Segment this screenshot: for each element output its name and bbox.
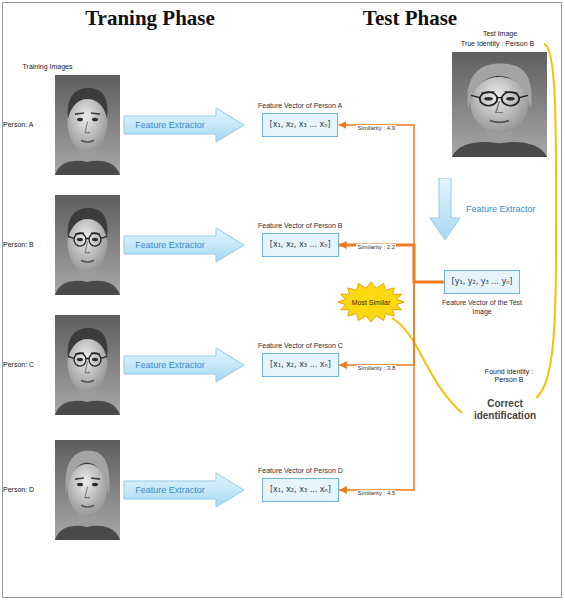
phase-heading: Test Phase: [330, 6, 490, 30]
vector-caption: Feature Vector of the Test Image: [432, 298, 532, 316]
vector-box: [y₁, y₂, y₃ ... yₙ]: [444, 270, 521, 294]
label-holder: Correct identification: [465, 398, 545, 422]
result-label: Correct identification: [465, 398, 545, 422]
edge-label-holder: Similarity : 4.5: [357, 481, 397, 499]
extractor-label: Feature Extractor: [124, 360, 216, 371]
similarity-label: Similarity : 2.2: [356, 244, 396, 251]
extractor-arrow: Feature Extractor: [430, 178, 536, 240]
vector-box: [x₁, x₂, x₃ ... xₙ]: [262, 353, 339, 377]
feature-vector: Feature Vector of Person C [x₁, x₂, x₃ ..…: [258, 341, 343, 377]
vector-value: [y₁, y₂, y₃ ... yₙ]: [452, 277, 513, 287]
frame: [3, 3, 562, 598]
vector-heading: Feature Vector of Person A: [258, 101, 342, 110]
vector-box: [x₁, x₂, x₃ ... xₙ]: [262, 113, 339, 137]
identity-link: [536, 44, 556, 398]
block-arrow-shape: [124, 473, 244, 507]
edge-label-holder: Similarity : 2.2: [356, 235, 396, 253]
label-holder: Training Images: [10, 63, 85, 71]
vector-value: [x₁, x₂, x₃ ... xₙ]: [270, 240, 331, 250]
person-label: Person: B: [3, 241, 53, 249]
section-label: Training Images: [10, 63, 85, 71]
label-holder: Traning Phase: [60, 6, 240, 30]
extractor-label: Feature Extractor: [124, 120, 216, 131]
extractor-arrow: Feature Extractor: [124, 348, 244, 382]
extractor-label: Feature Extractor: [124, 240, 216, 251]
vector-value: [x₁, x₂, x₃ ... xₙ]: [270, 120, 331, 130]
block-arrow-shape: [124, 108, 244, 142]
face-photo: [55, 440, 120, 540]
identity-label: Found Identity : Person B: [478, 368, 540, 384]
similarity-label: Similarity : 4.9: [356, 125, 396, 132]
vector-value: [x₁, x₂, x₃ ... xₙ]: [270, 360, 331, 370]
burst-label: Most Similar: [352, 298, 391, 307]
person-label: Person: D: [3, 486, 53, 494]
feature-vector: [y₁, y₂, y₃ ... yₙ] Feature Vector of the…: [432, 270, 532, 316]
label-holder: Person: B: [3, 241, 53, 249]
similarity-connector: [338, 125, 443, 282]
extractor-label: Feature Extractor: [124, 485, 216, 496]
similarity-connector: [339, 282, 444, 490]
label-holder: Found Identity : Person B: [478, 368, 540, 384]
face-photo: [55, 195, 120, 295]
similarity-connector: [339, 245, 444, 282]
extractor-arrow: Feature Extractor: [124, 228, 244, 262]
vector-heading: Feature Vector of Person D: [258, 466, 343, 475]
label-holder: Person: D: [3, 486, 53, 494]
down-arrow: [430, 178, 460, 240]
highlight-burst: Most Similar: [338, 282, 404, 322]
label-holder: Test Phase: [330, 6, 490, 30]
label-holder: Person: C: [3, 361, 53, 369]
similarity-label: Similarity : 3.8: [357, 365, 397, 372]
label-holder: Test Image: [450, 30, 550, 38]
vector-value: [x₁, x₂, x₃ ... xₙ]: [270, 485, 331, 495]
identity-label: True Identity : Person B: [440, 40, 555, 48]
person-label: Person: C: [3, 361, 53, 369]
feature-vector: Feature Vector of Person D [x₁, x₂, x₃ ..…: [258, 466, 343, 502]
phase-heading: Traning Phase: [60, 6, 240, 30]
face-photo: [55, 75, 120, 175]
extractor-arrow: Feature Extractor: [124, 473, 244, 507]
block-arrow-shape: [430, 178, 460, 240]
vector-box: [x₁, x₂, x₃ ... xₙ]: [262, 478, 339, 502]
extractor-label: Feature Extractor: [466, 204, 536, 215]
similarity-label: Similarity : 4.5: [357, 490, 397, 497]
vector-heading: Feature Vector of Person B: [258, 221, 342, 230]
block-arrow-shape: [124, 228, 244, 262]
vector-heading: Feature Vector of Person C: [258, 341, 343, 350]
feature-vector: Feature Vector of Person A [x₁, x₂, x₃ ..…: [258, 101, 342, 137]
section-label: Test Image: [450, 30, 550, 38]
similarity-connector: [339, 282, 444, 365]
extractor-arrow: Feature Extractor: [124, 108, 244, 142]
edge-label-holder: Similarity : 4.9: [356, 116, 396, 134]
face-photo: [452, 52, 547, 157]
starburst-shape: [338, 282, 404, 322]
label-holder: Person: A: [3, 121, 53, 129]
person-label: Person: A: [3, 121, 53, 129]
block-arrow-shape: [124, 348, 244, 382]
feature-vector: Feature Vector of Person B [x₁, x₂, x₃ ..…: [258, 221, 342, 257]
vector-box: [x₁, x₂, x₃ ... xₙ]: [262, 233, 339, 257]
face-photo: [55, 315, 120, 415]
identity-link: [392, 318, 462, 413]
edge-label-holder: Similarity : 3.8: [357, 356, 397, 374]
label-holder: True Identity : Person B: [440, 40, 555, 48]
connector-group: [338, 125, 443, 490]
